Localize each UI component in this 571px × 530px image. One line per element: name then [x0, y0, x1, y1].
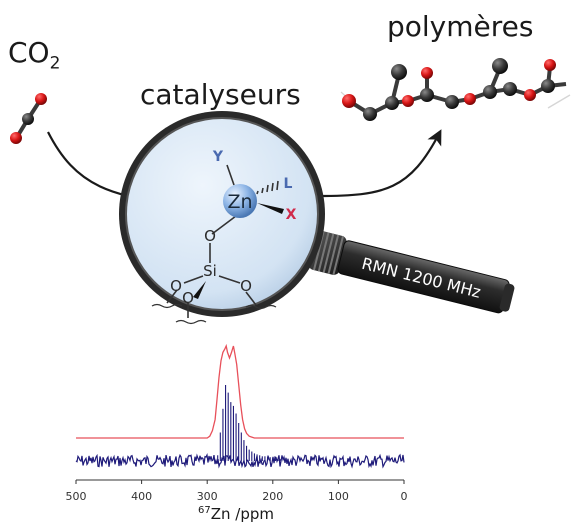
polymer-oxygen-atom	[421, 67, 433, 79]
polymer-carbon-atom	[492, 58, 508, 74]
x-axis-tick-label: 500	[66, 490, 87, 503]
co2-label: CO2	[8, 36, 60, 74]
oxygen-label: O	[182, 289, 194, 307]
nmr-spectrum: 500 400 300 200 100 0	[66, 343, 408, 503]
polymer-carbon-atom	[420, 88, 434, 102]
magnifier-lens	[119, 111, 325, 317]
zinc-symbol: Zn	[227, 191, 252, 213]
x-axis-tick-label: 100	[328, 490, 349, 503]
x-axis-title-isotope: 67	[198, 505, 211, 516]
co2-oxygen-atom	[35, 93, 47, 105]
zinc-site-structure: Zn Y L X O Si O O O	[151, 149, 297, 325]
oxygen-label: O	[240, 277, 252, 295]
x-axis-tick-label: 300	[197, 490, 218, 503]
x-axis-tick-label: 400	[131, 490, 152, 503]
spectrum-experimental-baseline	[75, 452, 405, 469]
magnifier-handle: RMN 1200 MHz	[308, 230, 515, 314]
co2-carbon-atom	[22, 113, 34, 125]
ligand-y: Y	[212, 149, 224, 165]
oxygen-label: O	[204, 227, 216, 245]
x-axis-tick-label: 0	[401, 490, 408, 503]
co2-label-subscript: 2	[49, 53, 61, 74]
polymer-carbon-atom	[391, 64, 407, 80]
polymer-oxygen-atom	[402, 95, 414, 107]
polymers-label: polymères	[387, 10, 534, 43]
polymer-carbon-atom	[385, 96, 399, 110]
polymer-oxygen-atom	[464, 93, 476, 105]
ligand-l: L	[284, 176, 293, 192]
co2-label-main: CO	[8, 36, 50, 69]
polymer-oxygen-atom	[524, 89, 536, 101]
output-arrow	[317, 129, 442, 198]
spectrum-simulated-line	[76, 343, 404, 439]
x-axis-title: 67Zn /ppm	[198, 505, 274, 523]
polymer-carbon-atom	[445, 95, 459, 109]
polymer-oxygen-atom	[544, 59, 556, 71]
polymer-carbon-atom	[503, 82, 517, 96]
x-axis-tick-label: 200	[262, 490, 283, 503]
polymer-carbon-atom	[483, 85, 497, 99]
co2-oxygen-atom	[10, 132, 22, 144]
catalysts-label: catalyseurs	[140, 78, 301, 111]
polymer-chain	[340, 58, 571, 121]
polymer-oxygen-atom	[342, 94, 356, 108]
polymer-carbon-atom	[541, 79, 555, 93]
silicon-label: Si	[203, 262, 217, 280]
polymer-carbon-atom	[363, 107, 377, 121]
x-axis-title-main: Zn /ppm	[210, 505, 274, 523]
ligand-x: X	[286, 207, 297, 223]
co2-molecule	[10, 93, 47, 144]
zinc-atom	[223, 184, 257, 218]
oxygen-label: O	[170, 277, 182, 295]
